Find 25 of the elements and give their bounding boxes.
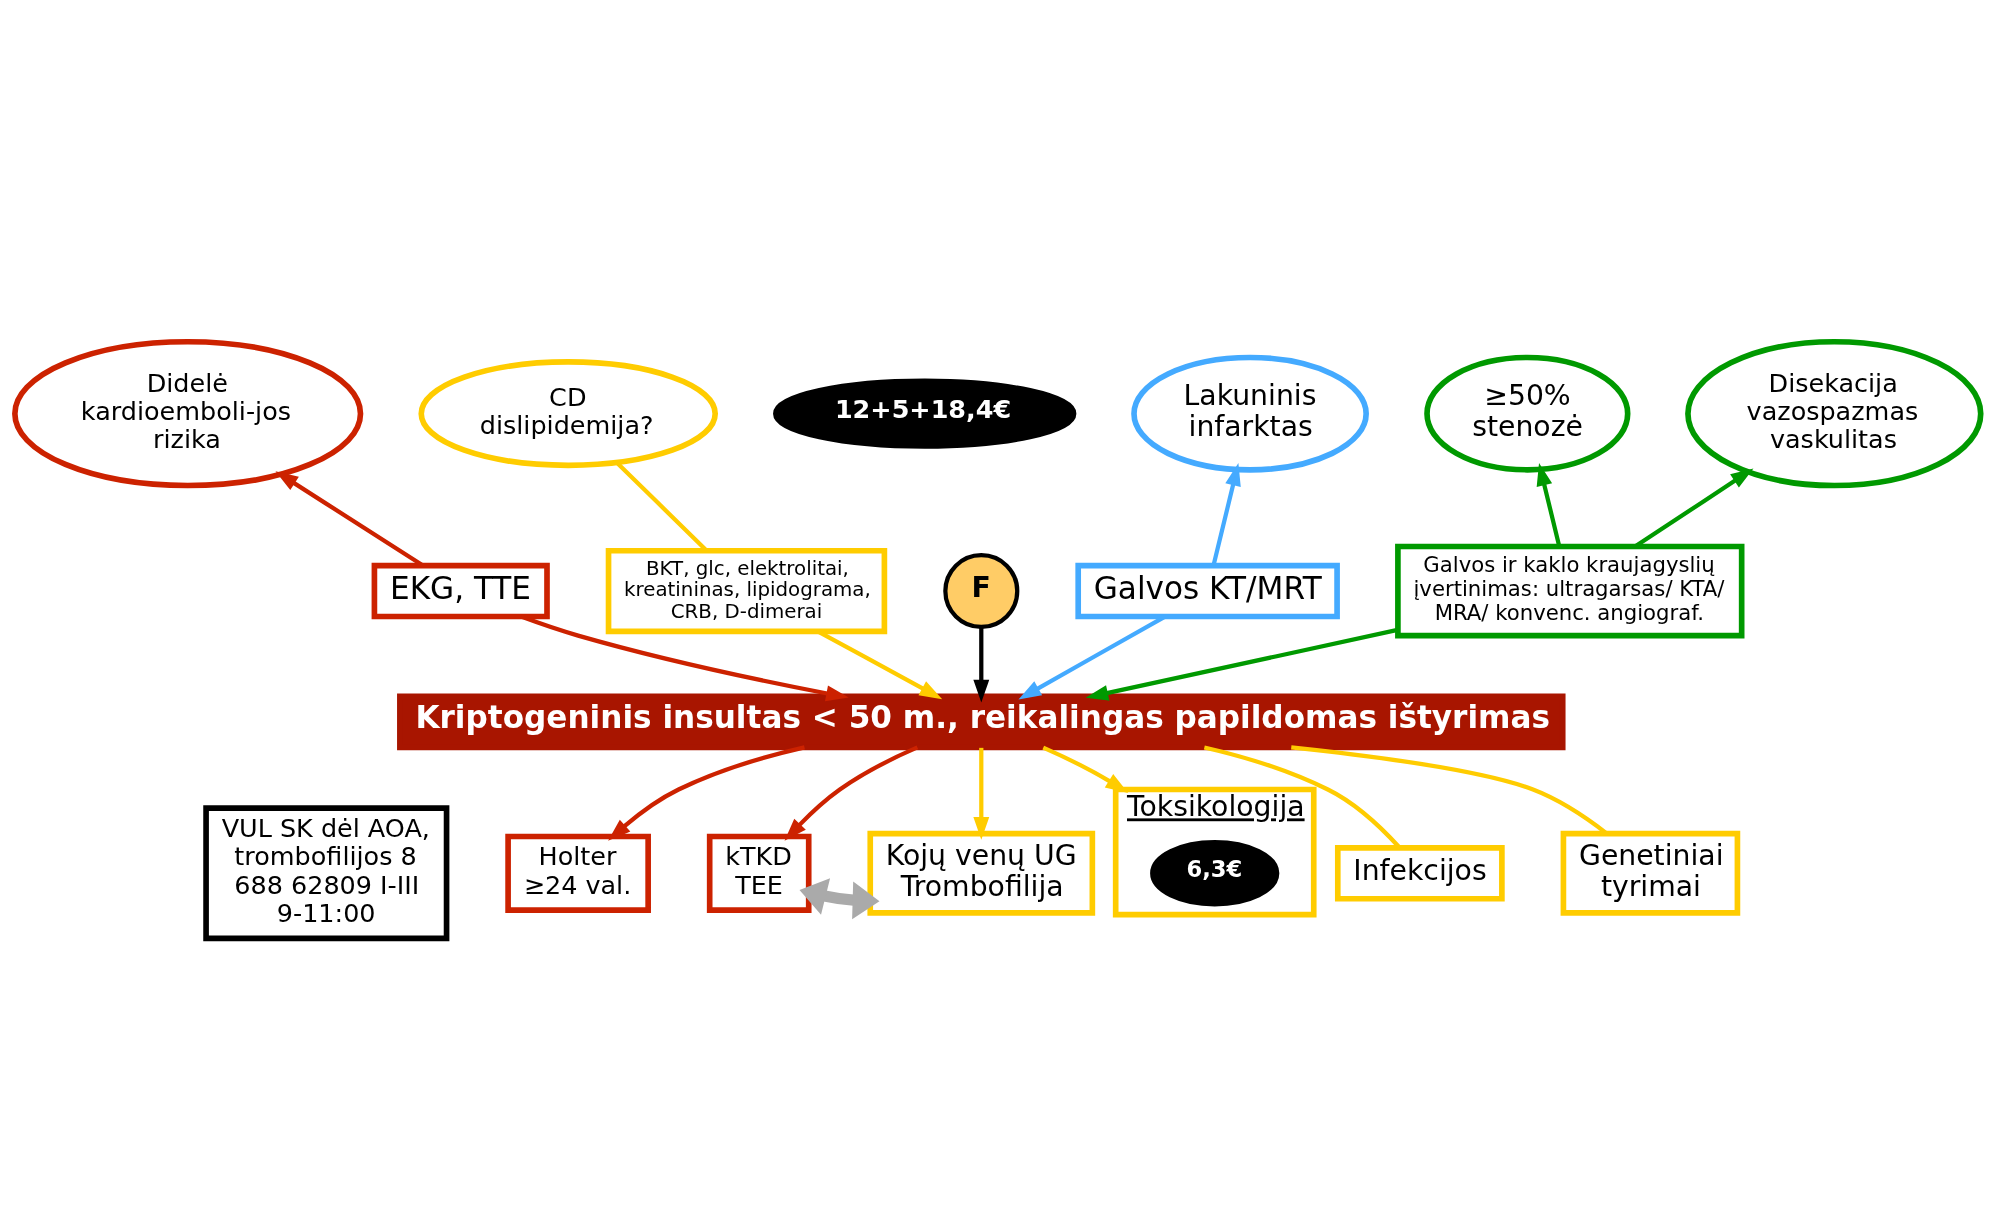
- arrow: [1085, 627, 1399, 701]
- node-box: kTKD TEE: [706, 833, 812, 913]
- node-box: Genetiniai tyrimai: [1560, 830, 1741, 916]
- node-box: BKT, glc, elektrolitai, kreatininas, lipidograma, CRB, D-dimerai: [605, 547, 888, 635]
- arrow: [1536, 463, 1562, 547]
- node-box: Kojų venų UG Trombofilija: [867, 830, 1096, 916]
- node-ellipse: ≥50% stenozė: [1424, 354, 1631, 473]
- node-ellipse: Lakuninis infarktas: [1131, 354, 1369, 473]
- node-ellipse: 12+5+18,4€: [773, 378, 1077, 449]
- arrow: [799, 878, 880, 920]
- node-circle: F: [943, 553, 1020, 630]
- arrow: [608, 745, 805, 841]
- arrow: [973, 627, 990, 703]
- node-ellipse: 6,3€: [1150, 840, 1280, 907]
- arrow: [1042, 745, 1129, 793]
- arrow: [973, 747, 990, 840]
- node-box: Galvos ir kaklo kraujagyslių įvertinimas: ultragarsas/ KTA/ MRA/ konvenc. angiograf.: [1395, 543, 1745, 639]
- node-box: Kriptogeninis insultas < 50 m., reikalingas papildomas ištyrimas: [397, 693, 1566, 751]
- node-box: EKG, TTE: [371, 562, 550, 620]
- node-box: Galvos KT/MRT: [1075, 562, 1340, 620]
- node-ellipse: CD dislipidemija?: [418, 359, 719, 469]
- arrow: [784, 745, 919, 841]
- node-box: VUL SK dėl AOA, trombofilijos 8 688 62809 I-III 9-11:00: [203, 805, 450, 942]
- node-box: Infekcijos: [1334, 844, 1505, 902]
- node-box: Holter ≥24 val.: [505, 833, 651, 913]
